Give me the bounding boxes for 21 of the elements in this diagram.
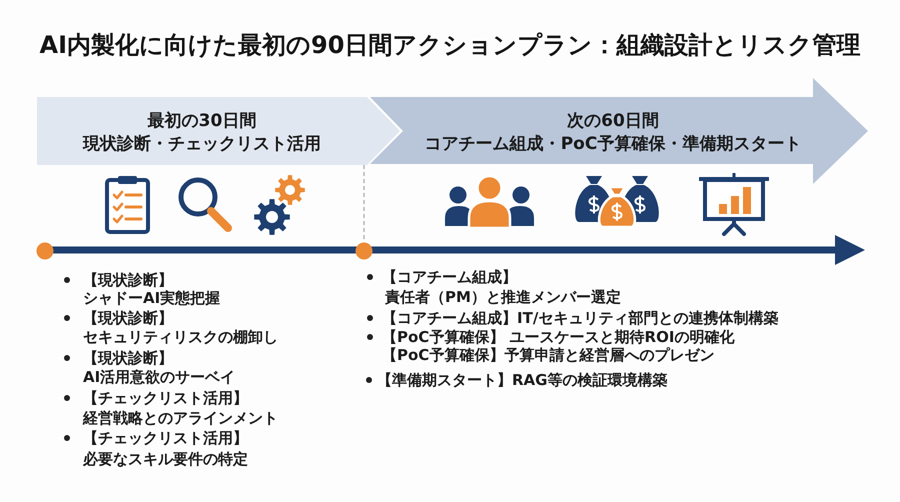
action-category: 【コアチーム組成】 bbox=[382, 268, 517, 286]
action-item: 経営戦略とのアラインメント bbox=[83, 409, 278, 427]
action-category: 【現状診断】 bbox=[83, 309, 173, 327]
phase-description: コアチーム組成・PoC予算確保・準備期スタート bbox=[424, 133, 802, 156]
action-item: セキュリティリスクの棚卸し bbox=[83, 328, 278, 346]
action-item: 【PoC予算確保】 ユースケースと期待ROIの明確化 bbox=[382, 328, 734, 346]
diagram-title: AI内製化に向けた最初の90日間アクションプラン：組織設計とリスク管理 bbox=[40, 30, 860, 61]
action-item: 必要なスキル要件の特定 bbox=[83, 450, 248, 468]
action-item: AI活用意欲のサーベイ bbox=[83, 368, 236, 386]
action-item: 責任者（PM）と推進メンバー選定 bbox=[385, 288, 621, 306]
action-item: シャドーAI実態把握 bbox=[83, 289, 220, 307]
action-category: 【現状診断】 bbox=[83, 271, 173, 289]
phase-description: 現状診断・チェックリスト活用 bbox=[83, 133, 321, 156]
action-category: 【チェックリスト活用】 bbox=[83, 389, 248, 407]
action-category: 【現状診断】 bbox=[83, 349, 173, 367]
phase-title: 次の60日間 bbox=[567, 110, 659, 133]
action-item: 【PoC予算確保】予算申請と経営層へのプレゼン bbox=[382, 346, 714, 364]
action-item: 【準備期スタート】RAG等の検証環境構築 bbox=[377, 371, 668, 389]
phase-title: 最初の30日間 bbox=[148, 110, 256, 133]
action-category: 【チェックリスト活用】 bbox=[83, 429, 248, 447]
action-item: 【コアチーム組成】IT/セキュリティ部門との連携体制構築 bbox=[382, 309, 778, 327]
